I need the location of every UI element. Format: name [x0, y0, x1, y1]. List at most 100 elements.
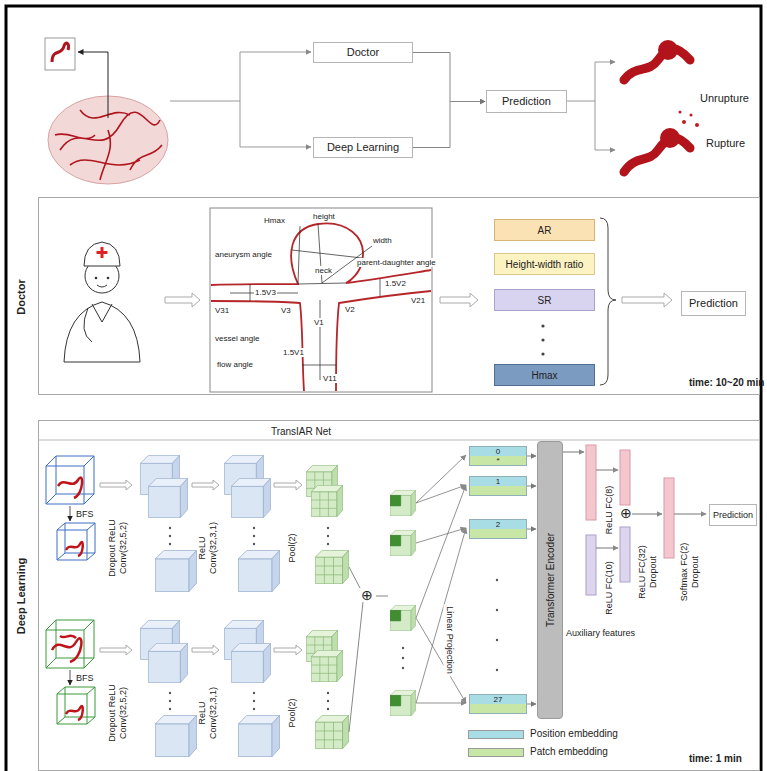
feature-cube	[238, 715, 279, 756]
node-text: 2	[470, 520, 526, 529]
pooled-cube	[315, 550, 348, 583]
vessel-tree	[55, 110, 162, 180]
node-text: SR	[538, 294, 552, 307]
outer-frame	[6, 6, 761, 771]
ellipsis-dot	[169, 700, 171, 702]
ellipsis-dot	[541, 338, 544, 341]
fc-arrow	[563, 452, 584, 453]
flow-arrow	[274, 480, 302, 490]
ellipsis-dot	[253, 708, 255, 710]
feature-cube	[155, 550, 196, 591]
flow-arrow	[165, 293, 200, 307]
connector-arrow	[527, 456, 536, 457]
ellipsis-dot	[496, 609, 498, 611]
ellipsis-dot	[496, 579, 498, 581]
token-embedding: 1	[469, 476, 527, 496]
token-embedding: 27	[469, 694, 527, 714]
dimension-label: V11	[322, 374, 338, 383]
node-text: AR	[538, 224, 552, 237]
ellipsis-dot	[253, 527, 255, 529]
flow-arrow	[192, 645, 219, 655]
cropped-volume	[57, 687, 95, 724]
outcome-label: Unrupture	[700, 92, 749, 105]
layer-label: Auxiliary features	[566, 628, 635, 639]
method-box: Doctor	[313, 42, 413, 63]
rupture-splatter	[690, 114, 693, 117]
doctor-eye	[95, 277, 98, 280]
projection-lines	[416, 455, 466, 703]
layer-label: ReLU Conv(32,3,1)	[197, 516, 219, 580]
ellipsis-dots	[169, 527, 498, 710]
measurement-figure	[210, 208, 432, 392]
dimension-label: Hmax	[263, 216, 286, 225]
inset-box	[45, 38, 75, 70]
ellipsis-dot	[402, 657, 404, 659]
cropped-volume	[57, 523, 95, 560]
ellipsis-dot	[402, 667, 404, 669]
rupture-splatter	[695, 123, 699, 127]
prediction-box: Prediction	[486, 90, 567, 113]
connector-line	[170, 52, 240, 147]
doctor-panel: Doctortime: 10~20 minARHeight-width rati…	[38, 197, 760, 395]
layer-label: Dropout ReLU Conv(32,5,2)	[107, 681, 129, 745]
layer-label: Pool(2)	[287, 533, 298, 562]
input-volume	[46, 456, 94, 504]
input-volume	[46, 620, 94, 668]
layer-label: BFS	[76, 673, 94, 684]
ellipsis-dot	[541, 352, 544, 355]
panel-text: Doctor	[15, 279, 27, 314]
rupture-splatter	[682, 120, 686, 124]
dimension-label: width	[372, 236, 393, 245]
aneurysm-vessel	[624, 49, 690, 80]
dimension-label: V31	[214, 306, 230, 315]
fc-arrow	[674, 514, 706, 515]
vessel-wall	[211, 301, 304, 391]
prediction-box: Prediction	[681, 291, 746, 316]
ellipsis-dot	[541, 324, 544, 327]
aneurysm-sac	[660, 128, 680, 148]
feature-cube	[238, 550, 279, 591]
doctor-cap	[84, 242, 120, 266]
node-text: 1	[470, 477, 526, 486]
dimension-label: neck	[314, 266, 333, 275]
feature-cube	[231, 643, 270, 682]
ellipsis-dot	[253, 692, 255, 694]
connector-arrow	[527, 704, 536, 705]
token-embedding: 0*	[469, 446, 527, 466]
measurement-line	[230, 224, 380, 380]
projection-line	[416, 485, 466, 618]
connector-arrow	[527, 529, 536, 530]
flow-arrow	[440, 293, 478, 307]
aneurysm-sac	[658, 40, 678, 60]
legend-text: Patch embedding	[530, 746, 608, 758]
pooled-cube	[315, 715, 348, 748]
patch-cube	[390, 690, 415, 715]
panel-text: TransIAR Net	[271, 426, 331, 437]
connector-line	[595, 62, 615, 63]
flow-arrow	[100, 480, 132, 490]
legend-swatch	[468, 748, 524, 757]
red-cross	[97, 251, 108, 254]
layer-label: ReLU FC(32) Dropout	[637, 542, 659, 602]
connector-line	[595, 150, 615, 151]
dimension-label: 1.5V2	[384, 279, 407, 288]
concat-symbol: ⊕	[620, 506, 632, 520]
doctor-body	[64, 302, 140, 362]
layer-label: Pool(2)	[287, 698, 298, 727]
dimension-label: parent-daughter angle	[356, 258, 437, 267]
dimension-label: 1.5V3	[254, 288, 277, 297]
fc-layer	[620, 450, 630, 505]
doctor-eye	[107, 277, 110, 280]
panel-text: time: 10~20 min	[689, 377, 764, 388]
bfs-arrow	[70, 670, 71, 685]
outcome-label: Rupture	[706, 137, 745, 150]
prediction-box: Prediction	[709, 504, 757, 526]
node-text: Prediction	[502, 95, 551, 108]
feature-box: SR	[494, 289, 595, 311]
ellipsis-dot	[327, 543, 329, 545]
dimension-label: 1.5V1	[282, 348, 305, 357]
connector-arrow	[413, 53, 485, 102]
pooled-cube	[311, 485, 342, 516]
